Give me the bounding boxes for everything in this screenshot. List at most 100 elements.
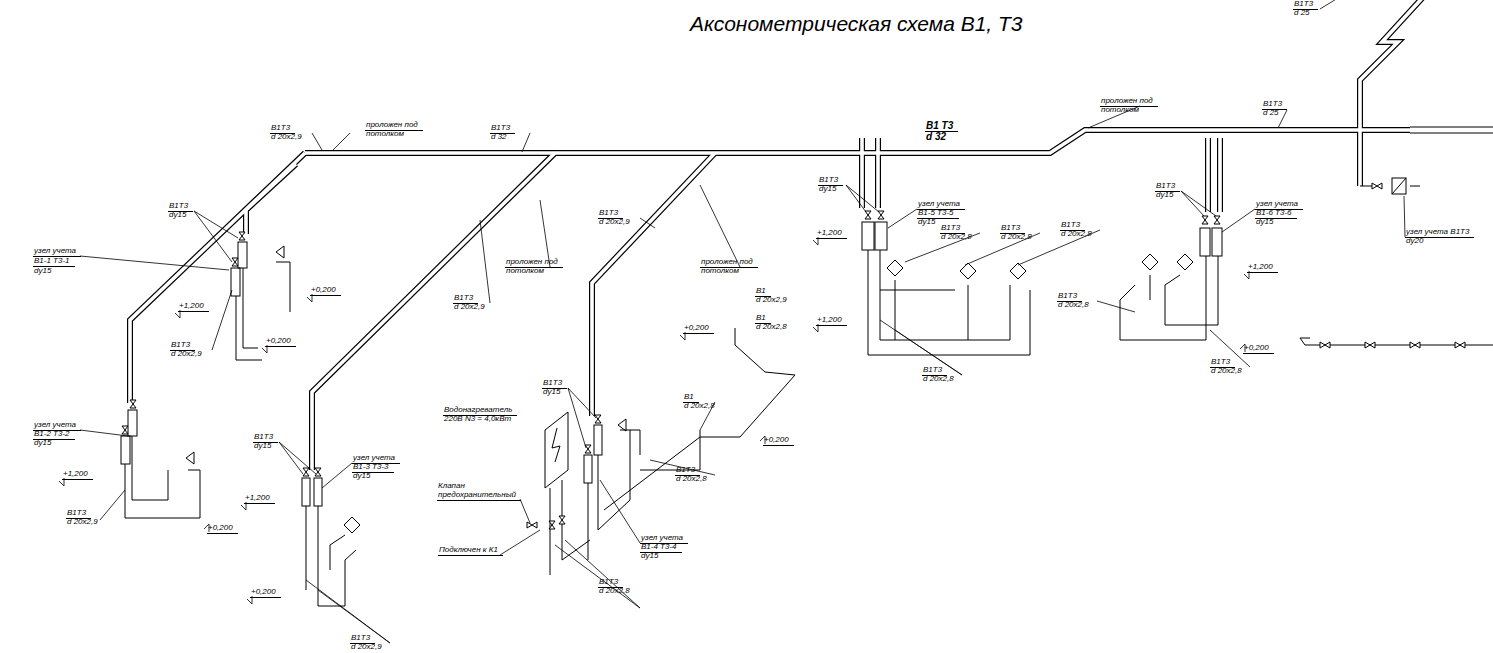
diagram-title: Аксонометрическая схема В1, Т3: [690, 12, 1023, 36]
pipe: [246, 164, 296, 234]
meter-symbol: [862, 222, 874, 250]
pipe: [875, 138, 881, 208]
pipe-label: +0,200: [763, 436, 794, 446]
pipe-label: +0,200: [683, 324, 714, 334]
pipe: [1360, 0, 1425, 186]
pipe: [876, 138, 880, 208]
pipe-label: d 32: [925, 132, 951, 142]
leader-lines: [80, 0, 1405, 643]
valve-symbol: [1365, 342, 1375, 348]
leader-line: [1097, 191, 1405, 367]
valve-symbol: [1372, 183, 1382, 189]
pipe-label: dy15: [1155, 191, 1178, 200]
valve-symbol: [865, 211, 871, 219]
tap-symbol: [618, 419, 626, 431]
pipe-label: +0,200: [1243, 344, 1274, 354]
valve-symbol: [549, 521, 555, 529]
pipe-label: d 25: [1262, 109, 1284, 118]
tap-symbol: [186, 452, 194, 464]
valve-symbol: [130, 400, 136, 408]
pipe-label: dy15: [818, 185, 841, 194]
pipe-label: d 20х2,8: [922, 375, 959, 384]
pipe: [305, 130, 1410, 153]
meter-symbol: [238, 242, 247, 268]
pipe: [1218, 138, 1222, 212]
leader-line: [80, 211, 238, 350]
pipe-label: Клапан: [437, 482, 470, 491]
valve-symbol: [1410, 342, 1420, 348]
pipe-label: d 20х2,8: [675, 475, 712, 484]
pipe: [130, 153, 305, 403]
pipe-label: dy15: [253, 442, 276, 451]
pipe-label: d 20х2,8: [683, 402, 720, 411]
pipe: [1410, 127, 1493, 133]
pipe-label: +1,200: [1247, 263, 1278, 273]
heater-symbol: [552, 428, 560, 462]
pipe-label: d 20х2,8: [1057, 301, 1094, 310]
pipe: [604, 328, 795, 510]
leader-line: [312, 0, 1338, 152]
pipe-label: d 20х2,8: [1210, 367, 1247, 376]
pipe-label: +1,200: [244, 494, 275, 504]
pipe-label: +0,200: [250, 588, 281, 598]
pipe-label: d 20х2,9: [755, 296, 792, 305]
meter-symbol: [128, 410, 137, 436]
leader-line: [500, 388, 715, 608]
tap-symbol: [276, 246, 284, 258]
pipe-label: dy15: [640, 552, 663, 561]
pipe-label: d 32: [490, 133, 512, 142]
pipe: [1206, 138, 1210, 212]
valve-symbol: [585, 445, 591, 453]
pipe: [276, 262, 290, 312]
pipe: [312, 153, 555, 470]
pipe-label: Подключен к К1: [438, 546, 503, 556]
pipe-label: dy15: [1255, 218, 1278, 227]
meter-symbol: [314, 478, 322, 506]
meter-symbol: [302, 478, 310, 506]
valve-symbol: [315, 468, 321, 476]
pipe: [640, 430, 700, 470]
relief-valve: [527, 522, 537, 528]
pipe: [125, 436, 200, 518]
valve-symbol: [559, 516, 565, 524]
fixture-symbol: [887, 260, 903, 276]
pipe: [312, 153, 555, 470]
leader-line: [480, 185, 740, 303]
pipe-label: В1 Т3: [925, 121, 958, 132]
pipe-label: d 20х2,9: [270, 133, 307, 142]
meter-symbol: [584, 455, 592, 483]
fixture-symbol: [1010, 263, 1026, 279]
pipe-label: потолком: [1100, 106, 1144, 115]
pipe: [305, 130, 1410, 153]
meter-symbol: [121, 436, 130, 464]
valves: [122, 183, 1465, 529]
pipe: [592, 153, 715, 416]
pipe-label: потолком: [505, 267, 549, 276]
meter-symbol: [1200, 228, 1210, 256]
water-heater: [545, 412, 568, 488]
pipe-label: +1,200: [816, 229, 847, 239]
pipe-label: потолком: [700, 267, 744, 276]
pipe: [1360, 0, 1425, 186]
pipe-label: +1,200: [62, 470, 93, 480]
fixture-symbol: [344, 517, 360, 533]
valve-symbol: [595, 415, 601, 423]
meter-symbol: [1212, 228, 1222, 256]
pipe-label: +0,200: [207, 524, 238, 534]
pipe-label: d 20х2,8: [940, 233, 977, 242]
pipe: [1360, 186, 1420, 187]
valve-symbol: [1320, 342, 1330, 348]
pipe-label: d 20х2,8: [755, 323, 792, 332]
pipe-label: d 20х2,9: [350, 643, 387, 652]
fixture-symbol: [1177, 254, 1193, 270]
pipe-label: d 20х2,9: [598, 218, 635, 227]
pipe-label: предохранительный: [437, 491, 521, 501]
pipe: [130, 153, 305, 403]
pipe-label: d 20х2,9: [170, 350, 207, 359]
pipe-inner: [130, 0, 1425, 470]
pipe-label: d 20х2,8: [1000, 233, 1037, 242]
valve-symbol: [878, 211, 884, 219]
pipe-label: d 20х2,9: [66, 518, 103, 527]
